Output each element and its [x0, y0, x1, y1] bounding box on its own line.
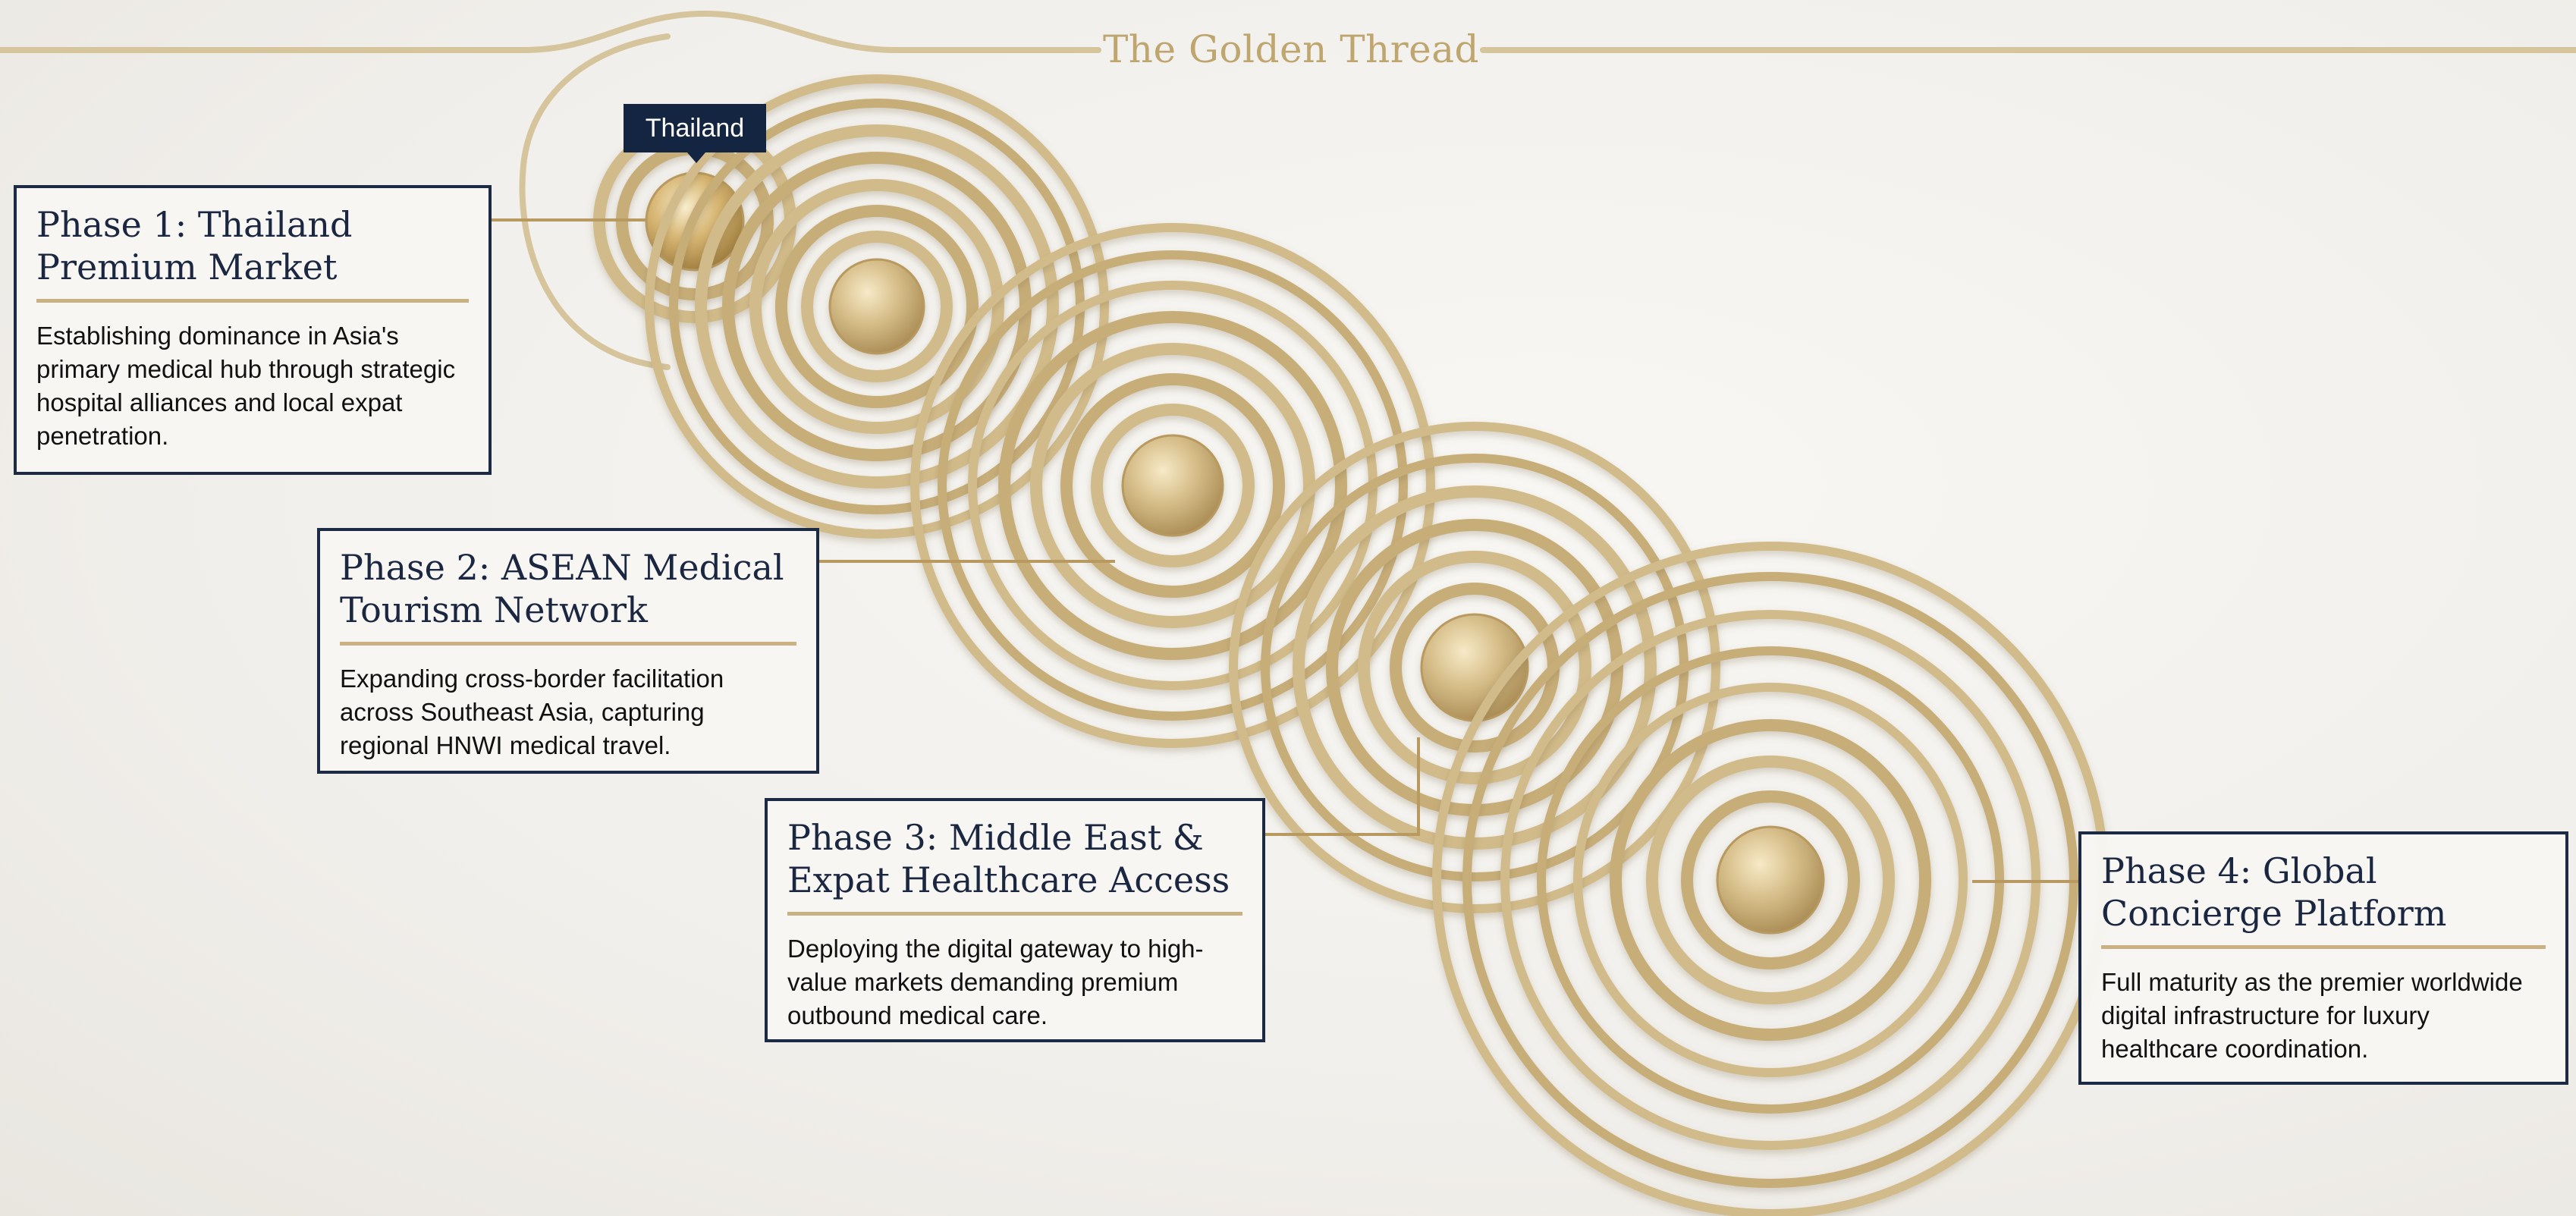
phase-card-3: Phase 3: Middle East & Expat Healthcare … [765, 798, 1265, 1042]
gold-ring [1610, 719, 1931, 1041]
gold-ring [749, 179, 1004, 434]
gold-ring [1358, 551, 1591, 784]
gold-ring [1030, 343, 1315, 628]
gold-ring [695, 124, 1059, 489]
phase-description: Expanding cross-border facilitation acro… [340, 665, 724, 759]
gold-ring [1091, 404, 1255, 567]
gold-ring [1229, 422, 1720, 913]
phase-card-4: Phase 4: Global Concierge Platform Full … [2078, 831, 2568, 1085]
phase-title: Phase 1: Thailand Premium Market [36, 204, 353, 288]
divider [787, 912, 1242, 916]
gold-disc [828, 258, 925, 355]
divider [36, 299, 469, 303]
phase-title: Phase 4: Global Concierge Platform [2101, 850, 2447, 934]
divider [2101, 945, 2546, 949]
concentric-rings [593, 74, 2109, 1216]
gold-ring [1060, 373, 1285, 598]
gold-ring [801, 231, 953, 382]
gold-ring [910, 223, 1435, 748]
gold-ring [645, 74, 1109, 539]
gold-ring [1681, 790, 1860, 969]
golden-thread-line [0, 10, 2576, 370]
phase-card-2: Phase 2: ASEAN Medical Tourism Network E… [317, 528, 819, 774]
connector-lines [492, 218, 2078, 883]
ring-cluster-3 [910, 223, 1435, 748]
gold-ring [1646, 756, 1895, 1004]
phase-description: Deploying the digital gateway to high-va… [787, 935, 1204, 1029]
gold-ring [1293, 485, 1657, 850]
gold-ring [998, 311, 1347, 660]
gold-ring [1573, 683, 1968, 1077]
gold-ring [775, 205, 979, 408]
gold-ring [938, 250, 1408, 721]
page-title: The Golden Thread [1102, 27, 1480, 71]
location-tooltip: Thailand [624, 104, 766, 163]
phase-card-1: Phase 1: Thailand Premium Market Establi… [14, 185, 492, 475]
phase-title: Phase 2: ASEAN Medical Tourism Network [340, 547, 784, 630]
ring-cluster-2 [645, 74, 1109, 539]
gold-disc [1716, 825, 1825, 935]
divider [340, 642, 796, 646]
phase-description: Establishing dominance in Asia's primary… [36, 322, 456, 450]
gold-disc [1121, 434, 1224, 537]
phase-title: Phase 3: Middle East & Expat Healthcare … [787, 817, 1230, 900]
phase-description: Full maturity as the premier worldwide d… [2101, 968, 2523, 1063]
